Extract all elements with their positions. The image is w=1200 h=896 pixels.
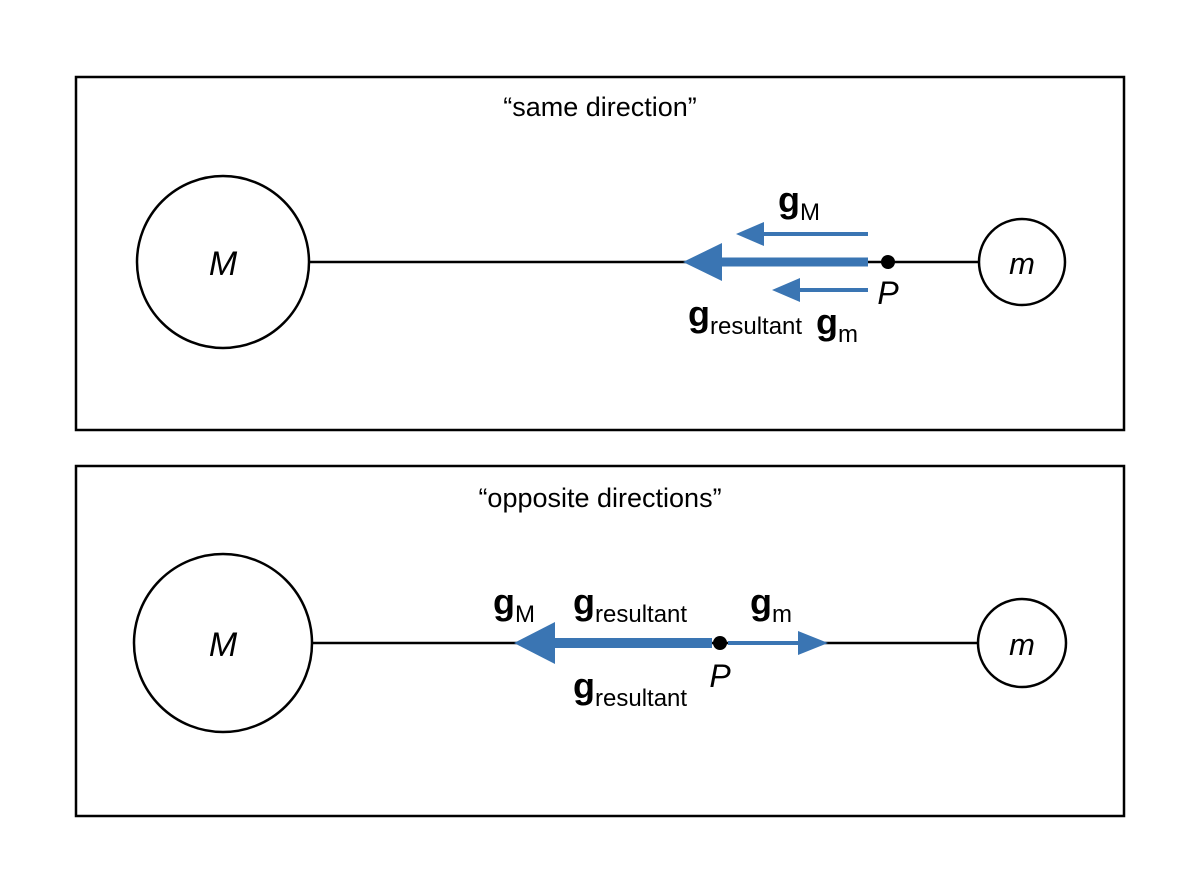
g-small-mass-arrow <box>772 278 868 302</box>
g-small-mass-arrow <box>728 631 828 655</box>
point-p-label: P <box>709 658 731 694</box>
small-mass-circle <box>977 217 1067 307</box>
small-mass-label: m <box>1009 627 1035 662</box>
big-mass-label: M <box>209 245 238 283</box>
panel-frame <box>74 464 1126 818</box>
label-g-resultant: gresultant <box>573 581 687 628</box>
big-mass-label: M <box>209 626 238 664</box>
small-mass-label: m <box>1009 246 1035 281</box>
panel-opposite-directions: “opposite directions” M m P gM gresultan… <box>74 464 1126 818</box>
panel-title: “opposite directions” <box>478 483 721 513</box>
small-mass-circle <box>976 597 1068 689</box>
panel-frame <box>74 75 1126 432</box>
label-g-big-mass: gM <box>493 581 535 628</box>
label-g-resultant-below: gresultant <box>573 665 687 712</box>
panel-same-direction: “same direction” M m P gM gresultant <box>74 75 1126 432</box>
big-mass-circle <box>135 174 311 350</box>
label-g-small-mass: gm <box>816 301 858 348</box>
panel-title: “same direction” <box>503 92 697 122</box>
g-resultant-arrow <box>514 622 712 664</box>
g-resultant-arrow <box>683 243 868 281</box>
big-mass-circle <box>132 552 314 734</box>
point-p-dot <box>713 636 727 650</box>
label-g-small-mass: gm <box>750 581 792 628</box>
g-big-mass-arrow <box>736 222 868 246</box>
point-p-dot <box>881 255 895 269</box>
point-p-label: P <box>877 275 899 311</box>
label-g-big-mass: gM <box>778 179 820 226</box>
label-g-resultant: gresultant <box>688 293 802 340</box>
